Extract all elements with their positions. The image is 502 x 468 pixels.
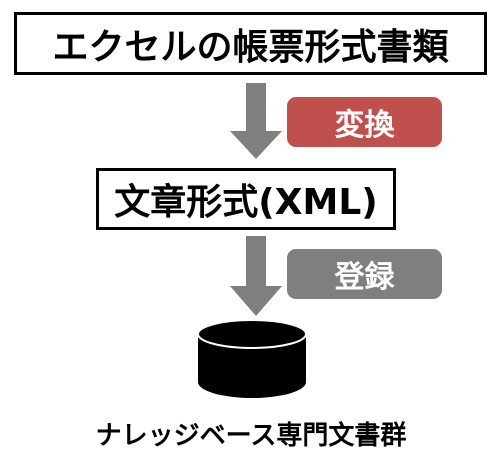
destination-caption: ナレッジベース専門文書群 <box>95 421 407 451</box>
register-step-label: 登録 <box>334 260 395 295</box>
arrow-down-icon <box>230 83 282 159</box>
register-step-badge: 登録 <box>287 249 442 299</box>
database-cylinder-icon <box>197 319 307 398</box>
database-top <box>197 319 307 349</box>
convert-step-label: 変換 <box>334 108 395 143</box>
intermediate-node-box: 文章形式(XML) <box>96 168 396 230</box>
source-node-box: エクセルの帳票形式書類 <box>14 12 487 75</box>
intermediate-node-label: 文章形式(XML) <box>114 182 378 223</box>
source-node-label: エクセルの帳票形式書類 <box>52 26 449 68</box>
database-body <box>198 334 306 398</box>
arrow-down-shape-2 <box>230 236 282 316</box>
arrow-down-shape-1 <box>230 83 282 159</box>
convert-step-badge: 変換 <box>287 97 442 147</box>
arrow-down-icon <box>230 236 282 316</box>
